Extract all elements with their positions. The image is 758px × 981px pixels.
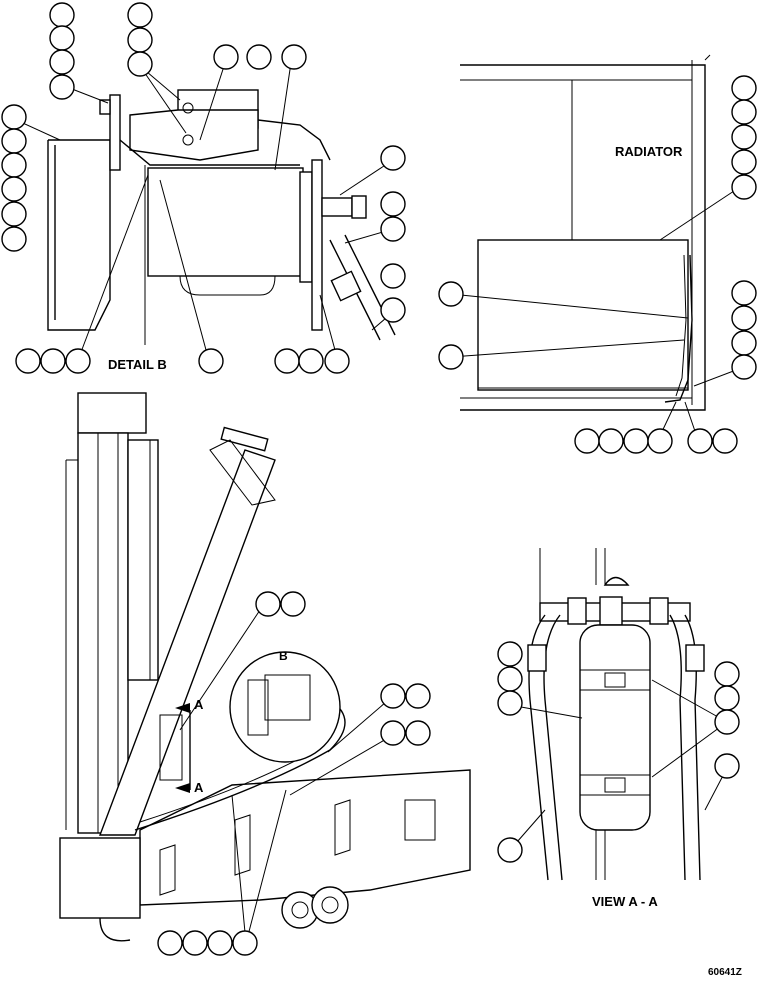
callout-bubble — [1, 176, 27, 202]
callout-bubble — [280, 591, 306, 617]
callout-bubble — [49, 2, 75, 28]
callout-bubble — [497, 690, 523, 716]
radiator-label: RADIATOR — [615, 144, 683, 159]
callout-bubble — [731, 174, 757, 200]
leader-lines — [13, 55, 745, 944]
section-a-upper-label: A — [194, 697, 204, 712]
callout-bubble — [380, 191, 406, 217]
radiator-view-drawing — [460, 54, 711, 411]
callout-bubble — [731, 330, 757, 356]
section-a-lower-label: A — [194, 780, 204, 795]
callout-bubble — [49, 74, 75, 100]
callout-bubble — [731, 75, 757, 101]
callout-bubble — [274, 348, 300, 374]
callout-bubble — [1, 128, 27, 154]
callout-bubble — [731, 280, 757, 306]
callout-bubble — [574, 428, 600, 454]
callout-bubble — [714, 753, 740, 779]
callout-bubble — [1, 226, 27, 252]
callout-bubble — [198, 348, 224, 374]
callout-bubble — [380, 145, 406, 171]
main-assembly-drawing — [59, 392, 471, 942]
callout-bubble — [380, 216, 406, 242]
callout-bubble — [40, 348, 66, 374]
callout-bubble — [731, 305, 757, 331]
callout-bubble — [49, 25, 75, 51]
callout-bubble — [405, 720, 431, 746]
callout-bubble — [714, 685, 740, 711]
callout-bubble — [380, 720, 406, 746]
view-aa-drawing — [527, 548, 705, 881]
callout-bubble — [731, 124, 757, 150]
view-aa-label: VIEW A - A — [592, 894, 658, 909]
callout-bubble — [324, 348, 350, 374]
callout-bubble — [731, 99, 757, 125]
callout-bubble — [157, 930, 183, 956]
callout-bubble — [731, 354, 757, 380]
callout-bubble — [1, 152, 27, 178]
detail-b-drawing — [47, 89, 396, 345]
detail-b-marker-label: B — [279, 649, 288, 663]
callout-bubble — [497, 837, 523, 863]
callout-bubble — [246, 44, 272, 70]
callout-bubble — [438, 281, 464, 307]
callout-bubble — [127, 27, 153, 53]
callout-bubble — [687, 428, 713, 454]
callout-bubble — [127, 2, 153, 28]
callout-bubble — [207, 930, 233, 956]
callout-bubble — [647, 428, 673, 454]
callout-bubble — [380, 683, 406, 709]
callout-bubble — [623, 428, 649, 454]
callout-bubble — [380, 297, 406, 323]
callout-bubble — [714, 709, 740, 735]
callout-bubble — [281, 44, 307, 70]
callout-bubble — [127, 51, 153, 77]
callout-bubble — [714, 661, 740, 687]
callout-bubble — [65, 348, 91, 374]
callout-bubble — [1, 104, 27, 130]
callout-bubble — [497, 641, 523, 667]
callout-bubble — [380, 263, 406, 289]
callout-bubble — [1, 201, 27, 227]
callout-bubble — [405, 683, 431, 709]
callout-bubble — [497, 666, 523, 692]
detail-b-label: DETAIL B — [108, 357, 167, 372]
callout-bubble — [298, 348, 324, 374]
callout-bubble — [255, 591, 281, 617]
callout-bubbles — [1, 2, 757, 956]
callout-bubble — [15, 348, 41, 374]
callout-bubble — [598, 428, 624, 454]
callout-bubble — [232, 930, 258, 956]
callout-bubble — [731, 149, 757, 175]
callout-bubble — [213, 44, 239, 70]
callout-bubble — [438, 344, 464, 370]
figure-id-label: 60641Z — [708, 967, 742, 978]
callout-bubble — [182, 930, 208, 956]
callout-bubble — [712, 428, 738, 454]
callout-bubble — [49, 49, 75, 75]
